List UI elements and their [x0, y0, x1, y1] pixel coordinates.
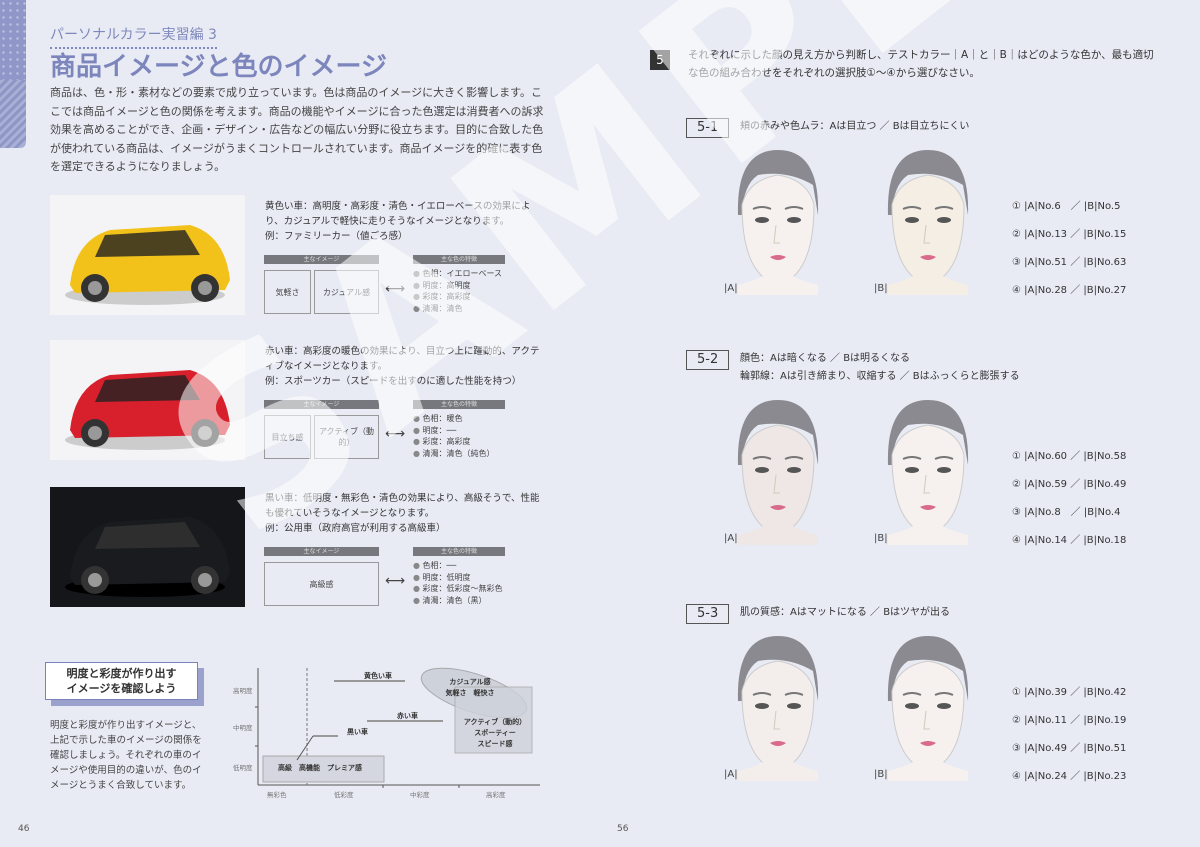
label-yellow-car: 黄色い車: [364, 672, 392, 680]
car-photo: [50, 195, 245, 315]
double-arrow-icon: ⟷: [385, 281, 406, 297]
image-keyword: アクティブ（動的）: [314, 415, 379, 459]
y-tick-mid: 中明度: [233, 724, 253, 732]
label-b: |B|: [874, 533, 888, 544]
label-a: |A|: [724, 769, 738, 780]
feature-item: 明度：低明度: [413, 572, 503, 584]
active-region: [454, 686, 533, 754]
y-tick-low: 低明度: [233, 764, 253, 772]
car-description: 赤い車：高彩度の暖色の効果により、目立つ上に躍動的、アクティブなイメージとなりま…: [265, 346, 540, 387]
double-arrow-icon: ⟷: [385, 426, 406, 442]
label-a: |A|: [724, 533, 738, 544]
luxury-region: [262, 755, 385, 783]
main-image-header: 主なイメージ: [264, 400, 379, 409]
double-arrow-icon: ⟷: [385, 573, 406, 589]
answer-option[interactable]: ② |A|No.59 ／ |B|No.49: [1012, 479, 1127, 490]
image-keyword: カジュアル感: [314, 270, 379, 314]
face-illustration: [737, 636, 819, 781]
answer-option[interactable]: ③ |A|No.8 ／ |B|No.4: [1012, 507, 1121, 518]
face-illustration: [887, 636, 969, 781]
feature-item: 彩度：高彩度: [413, 291, 502, 303]
car-photo: [50, 340, 245, 460]
x-tick-achromatic: 無彩色: [267, 791, 287, 799]
color-feature-header: 主な色の特徴: [413, 255, 505, 264]
color-features: 色相：暖色明度：──彩度：高彩度清濁：清色（純色）: [413, 413, 495, 459]
label-black-car: 黒い車: [347, 728, 368, 736]
answer-option[interactable]: ③ |A|No.49 ／ |B|No.51: [1012, 743, 1127, 754]
face-illustration: [887, 150, 969, 295]
subquestion-text: 顔色：Aは暗くなる ／ Bは明るくなる輪郭線：Aは引き締まり、収縮する ／ Bは…: [740, 353, 1020, 382]
feature-item: 明度：高明度: [413, 280, 502, 292]
subquestion-text: 肌の質感：Aはマットになる ／ Bはツヤが出る: [740, 607, 951, 618]
page-number-left: 46: [18, 824, 30, 834]
check-title-line2: イメージを確認しよう: [66, 682, 177, 695]
label-a: |A|: [724, 283, 738, 294]
color-feature-header: 主な色の特徴: [413, 400, 505, 409]
question-text: それぞれに示した顔の見え方から判断し、テストカラー｜A｜と｜B｜はどのような色か…: [688, 49, 1154, 79]
chapter-tab: [0, 0, 26, 148]
feature-item: 色相：暖色: [413, 413, 495, 425]
face-illustration: [737, 400, 819, 545]
feature-item: 清濁：清色: [413, 303, 502, 315]
face-illustration: [737, 150, 819, 295]
check-text: 明度と彩度が作り出すイメージと、上記で示した車のイメージの関係を確認しましょう。…: [50, 720, 202, 791]
x-tick-mid: 中彩度: [410, 791, 430, 799]
subquestion-number: 5-3: [686, 604, 730, 624]
feature-item: 明度：──: [413, 425, 495, 437]
chapter-kicker: パーソナルカラー実習編 3: [50, 24, 217, 49]
luxury-group: 高級 高機能 プレミア感: [278, 764, 362, 772]
x-tick-high: 高彩度: [486, 791, 506, 799]
check-title-line1: 明度と彩度が作り出す: [66, 667, 177, 680]
answer-option[interactable]: ④ |A|No.14 ／ |B|No.18: [1012, 535, 1127, 546]
feature-item: 清濁：清色（黒）: [413, 595, 503, 607]
x-tick-low: 低彩度: [334, 791, 354, 799]
answer-option[interactable]: ④ |A|No.24 ／ |B|No.23: [1012, 771, 1127, 782]
answer-option[interactable]: ② |A|No.13 ／ |B|No.15: [1012, 229, 1127, 240]
label-red-car: 赤い車: [397, 712, 418, 720]
label-b: |B|: [874, 769, 888, 780]
image-keyword: 目立ち感: [264, 415, 311, 459]
answer-option[interactable]: ① |A|No.6 ／ |B|No.5: [1012, 201, 1121, 212]
answer-option[interactable]: ① |A|No.60 ／ |B|No.58: [1012, 451, 1127, 462]
answer-option[interactable]: ③ |A|No.51 ／ |B|No.63: [1012, 257, 1127, 268]
image-keyword: 気軽さ: [264, 270, 311, 314]
feature-item: 色相：──: [413, 560, 503, 572]
feature-item: 清濁：清色（純色）: [413, 448, 495, 460]
y-tick-high: 高明度: [233, 687, 253, 695]
page-title: 商品イメージと色のイメージ: [50, 52, 387, 82]
color-features: 色相：──明度：低明度彩度：低彩度〜無彩色清濁：清色（黒）: [413, 560, 503, 606]
subquestion-number: 5-2: [686, 350, 730, 370]
main-image-header: 主なイメージ: [264, 255, 379, 264]
subquestion-number: 5-1: [686, 118, 730, 138]
car-description: 黄色い車：高明度・高彩度・清色・イエローベースの効果により、カジュアルで軽快に走…: [265, 201, 531, 242]
answer-option[interactable]: ① |A|No.39 ／ |B|No.42: [1012, 687, 1127, 698]
label-b: |B|: [874, 283, 888, 294]
feature-item: 色相：イエローベース: [413, 268, 503, 280]
feature-item: 彩度：低彩度〜無彩色: [413, 583, 503, 595]
main-image-header: 主なイメージ: [264, 547, 379, 556]
car-description: 黒い車：低明度・無彩色・清色の効果により、高級そうで、性能も優れていそうなイメー…: [265, 493, 540, 534]
intro-paragraph: 商品は、色・形・素材などの要素で成り立っています。色は商品のイメージに大きく影響…: [50, 86, 544, 173]
color-feature-header: 主な色の特徴: [413, 547, 505, 556]
car-photo: [50, 487, 245, 607]
answer-option[interactable]: ④ |A|No.28 ／ |B|No.27: [1012, 285, 1127, 296]
answer-option[interactable]: ② |A|No.11 ／ |B|No.19: [1012, 715, 1127, 726]
image-keyword: 高級感: [264, 562, 379, 606]
subquestion-text: 頬の赤みや色ムラ：Aは目立つ ／ Bは目立ちにくい: [740, 121, 970, 132]
feature-item: 彩度：高彩度: [413, 436, 495, 448]
active-group: アクティブ（動的）スポーティースピード感: [463, 718, 527, 748]
check-box-title: 明度と彩度が作り出すイメージを確認しよう: [45, 662, 198, 700]
casual-group: カジュアル感気軽さ 軽快さ: [445, 678, 495, 697]
question-number: 5: [650, 50, 670, 70]
page-number-right: 56: [617, 824, 629, 834]
face-illustration: [887, 400, 969, 545]
brightness-saturation-diagram: [255, 667, 540, 788]
color-features: 色相：イエローベース明度：高明度彩度：高彩度清濁：清色: [413, 268, 503, 315]
